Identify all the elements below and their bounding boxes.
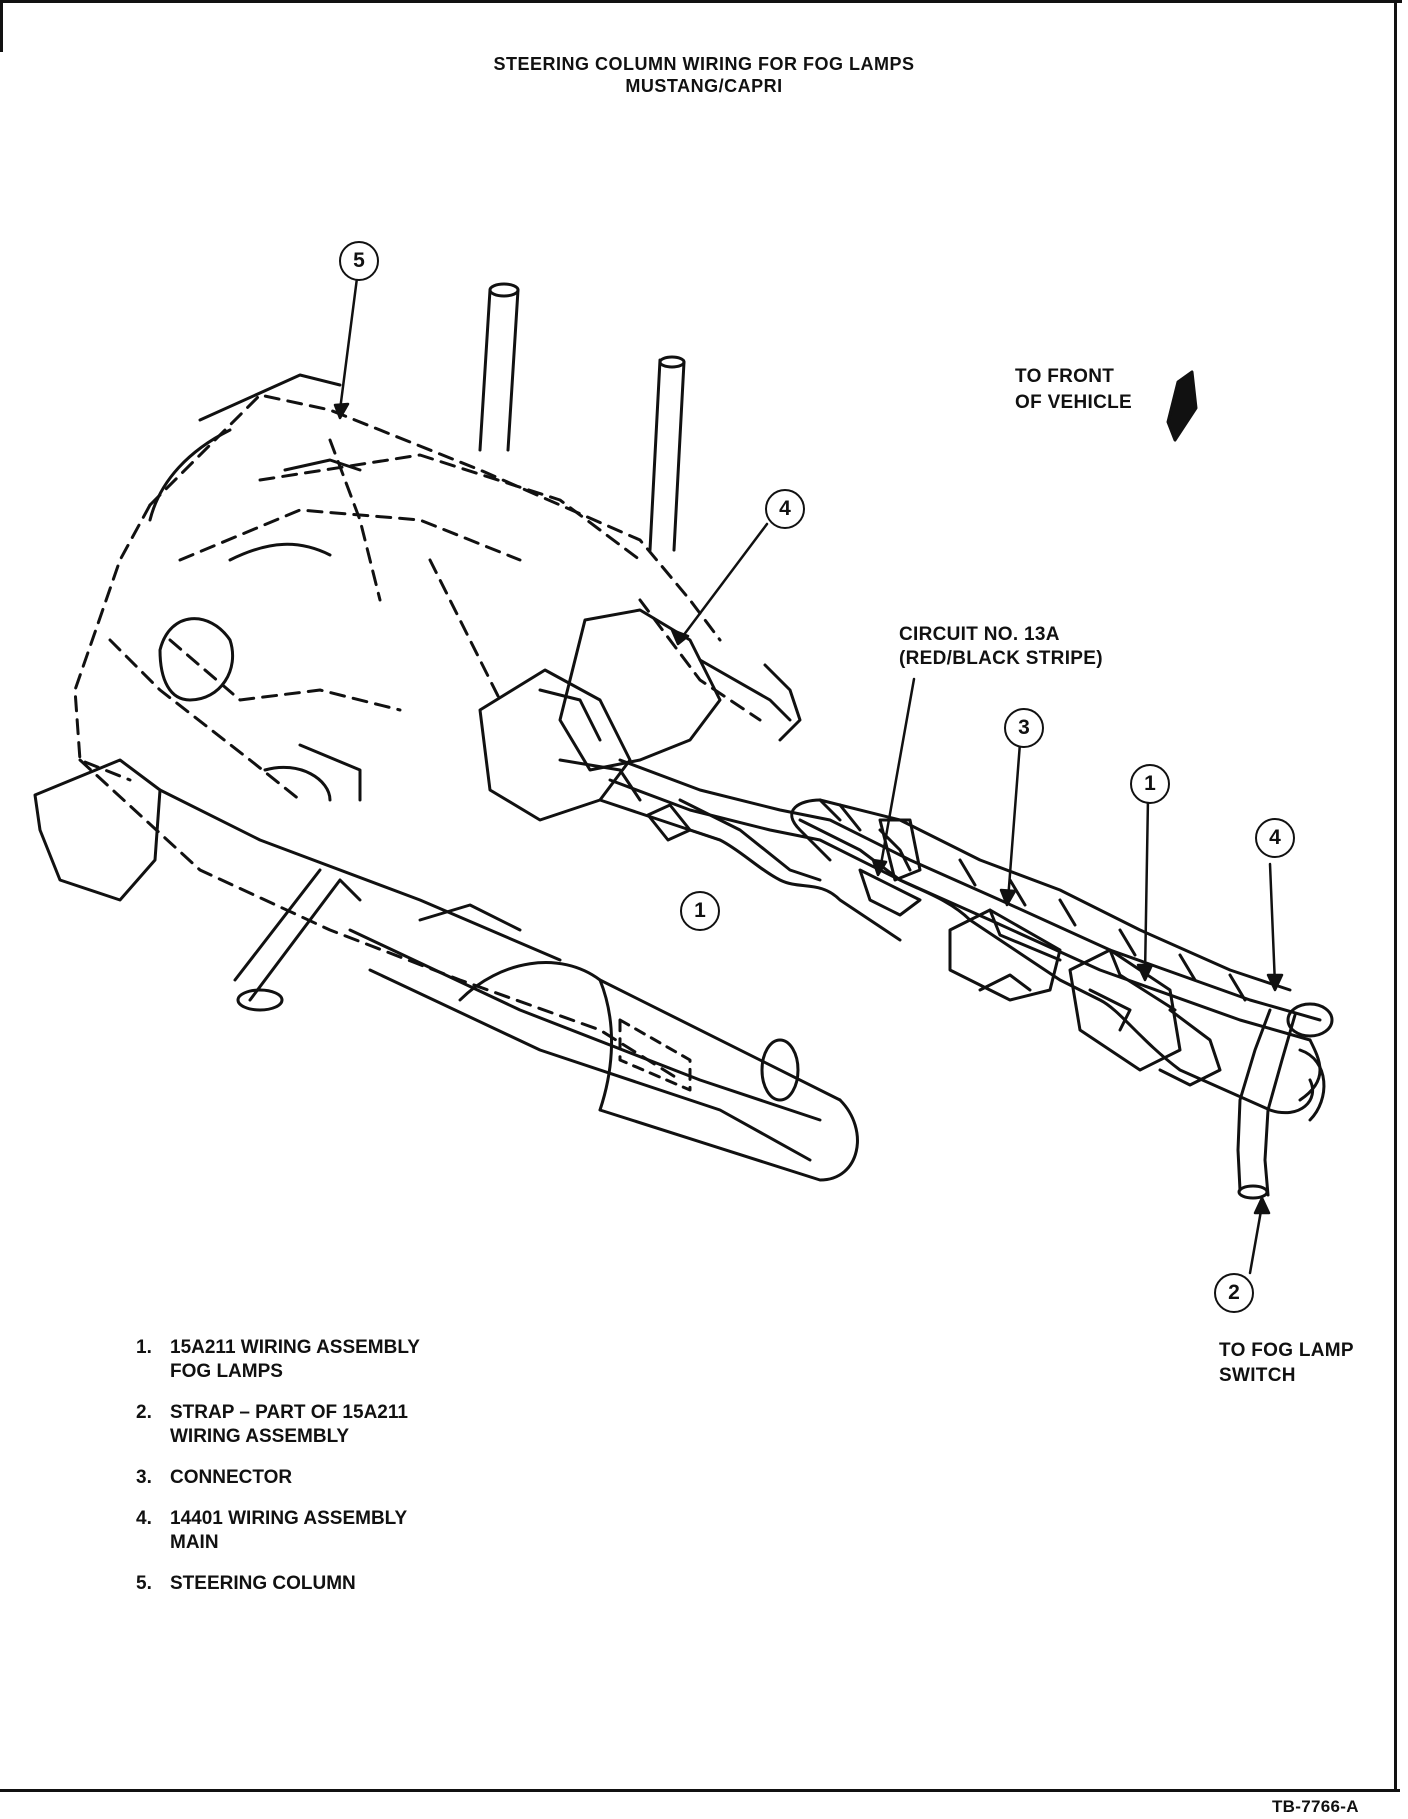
leader-lines (333, 276, 1284, 1275)
reference-number: TB-7766-A (1272, 1797, 1359, 1816)
legend-text: MAIN (170, 1532, 219, 1553)
circuit-label-line1: CIRCUIT NO. 13A (899, 624, 1060, 645)
frame-right-border (1394, 0, 1397, 1790)
legend-text: 15A211 WIRING ASSEMBLY (170, 1337, 420, 1358)
frame-bottom-border (0, 1789, 1400, 1792)
legend-number: 1. (136, 1337, 152, 1358)
front-arrow-icon (1166, 370, 1198, 442)
circuit-13a-clip (858, 818, 922, 917)
legend-text: FOG LAMPS (170, 1361, 283, 1382)
legend-item: 3. CONNECTOR (136, 1466, 556, 1490)
callout-4-right: 4 (1255, 818, 1295, 858)
legend-text: STEERING COLUMN (170, 1573, 356, 1594)
legend-text: WIRING ASSEMBLY (170, 1426, 350, 1447)
legend-item: 1. 15A211 WIRING ASSEMBLY FOG LAMPS (136, 1336, 556, 1384)
legend-number: 3. (136, 1467, 152, 1488)
frame-left-border (0, 0, 3, 52)
front-label-line1: TO FRONT (1015, 366, 1115, 387)
callout-5: 5 (339, 241, 379, 281)
terminal-plug (646, 803, 902, 942)
legend-number: 4. (136, 1508, 152, 1529)
legend-text: STRAP – PART OF 15A211 (170, 1402, 408, 1423)
legend-number: 5. (136, 1573, 152, 1594)
legend-text: CONNECTOR (170, 1467, 293, 1488)
connector-item-3 (948, 908, 1062, 1002)
wire-harness (598, 758, 1322, 1115)
steering-column-housing (73, 393, 762, 1082)
strap-item-2 (1236, 1002, 1334, 1200)
callout-4-main: 4 (765, 489, 805, 529)
frame-top-border (0, 0, 1402, 3)
legend-number: 2. (136, 1402, 152, 1423)
callout-1-left: 1 (680, 891, 720, 931)
steering-column-body (33, 373, 562, 962)
column-rods (478, 282, 686, 552)
circuit-label-line2: (RED/BLACK STRIPE) (899, 648, 1103, 669)
diagram-subtitle: MUSTANG/CAPRI (625, 76, 783, 96)
switch-label-line2: SWITCH (1219, 1365, 1296, 1386)
legend-item: 4. 14401 WIRING ASSEMBLY MAIN (136, 1507, 556, 1555)
callout-2: 2 (1214, 1273, 1254, 1313)
front-label-line2: OF VEHICLE (1015, 392, 1133, 413)
legend-item: 5. STEERING COLUMN (136, 1572, 556, 1596)
switch-label-line1: TO FOG LAMP (1219, 1340, 1354, 1361)
diagram-title: STEERING COLUMN WIRING FOR FOG LAMPS (493, 54, 915, 74)
parts-legend: 1. 15A211 WIRING ASSEMBLY FOG LAMPS 2. ST… (136, 1336, 556, 1613)
main-connector (478, 608, 802, 822)
legend-text: 14401 WIRING ASSEMBLY (170, 1508, 408, 1529)
callout-1-right: 1 (1130, 764, 1170, 804)
connector-item-1 (1068, 948, 1222, 1087)
shaft-tube (233, 868, 859, 1182)
harness-tape-wraps (818, 798, 1247, 1002)
callout-3: 3 (1004, 708, 1044, 748)
